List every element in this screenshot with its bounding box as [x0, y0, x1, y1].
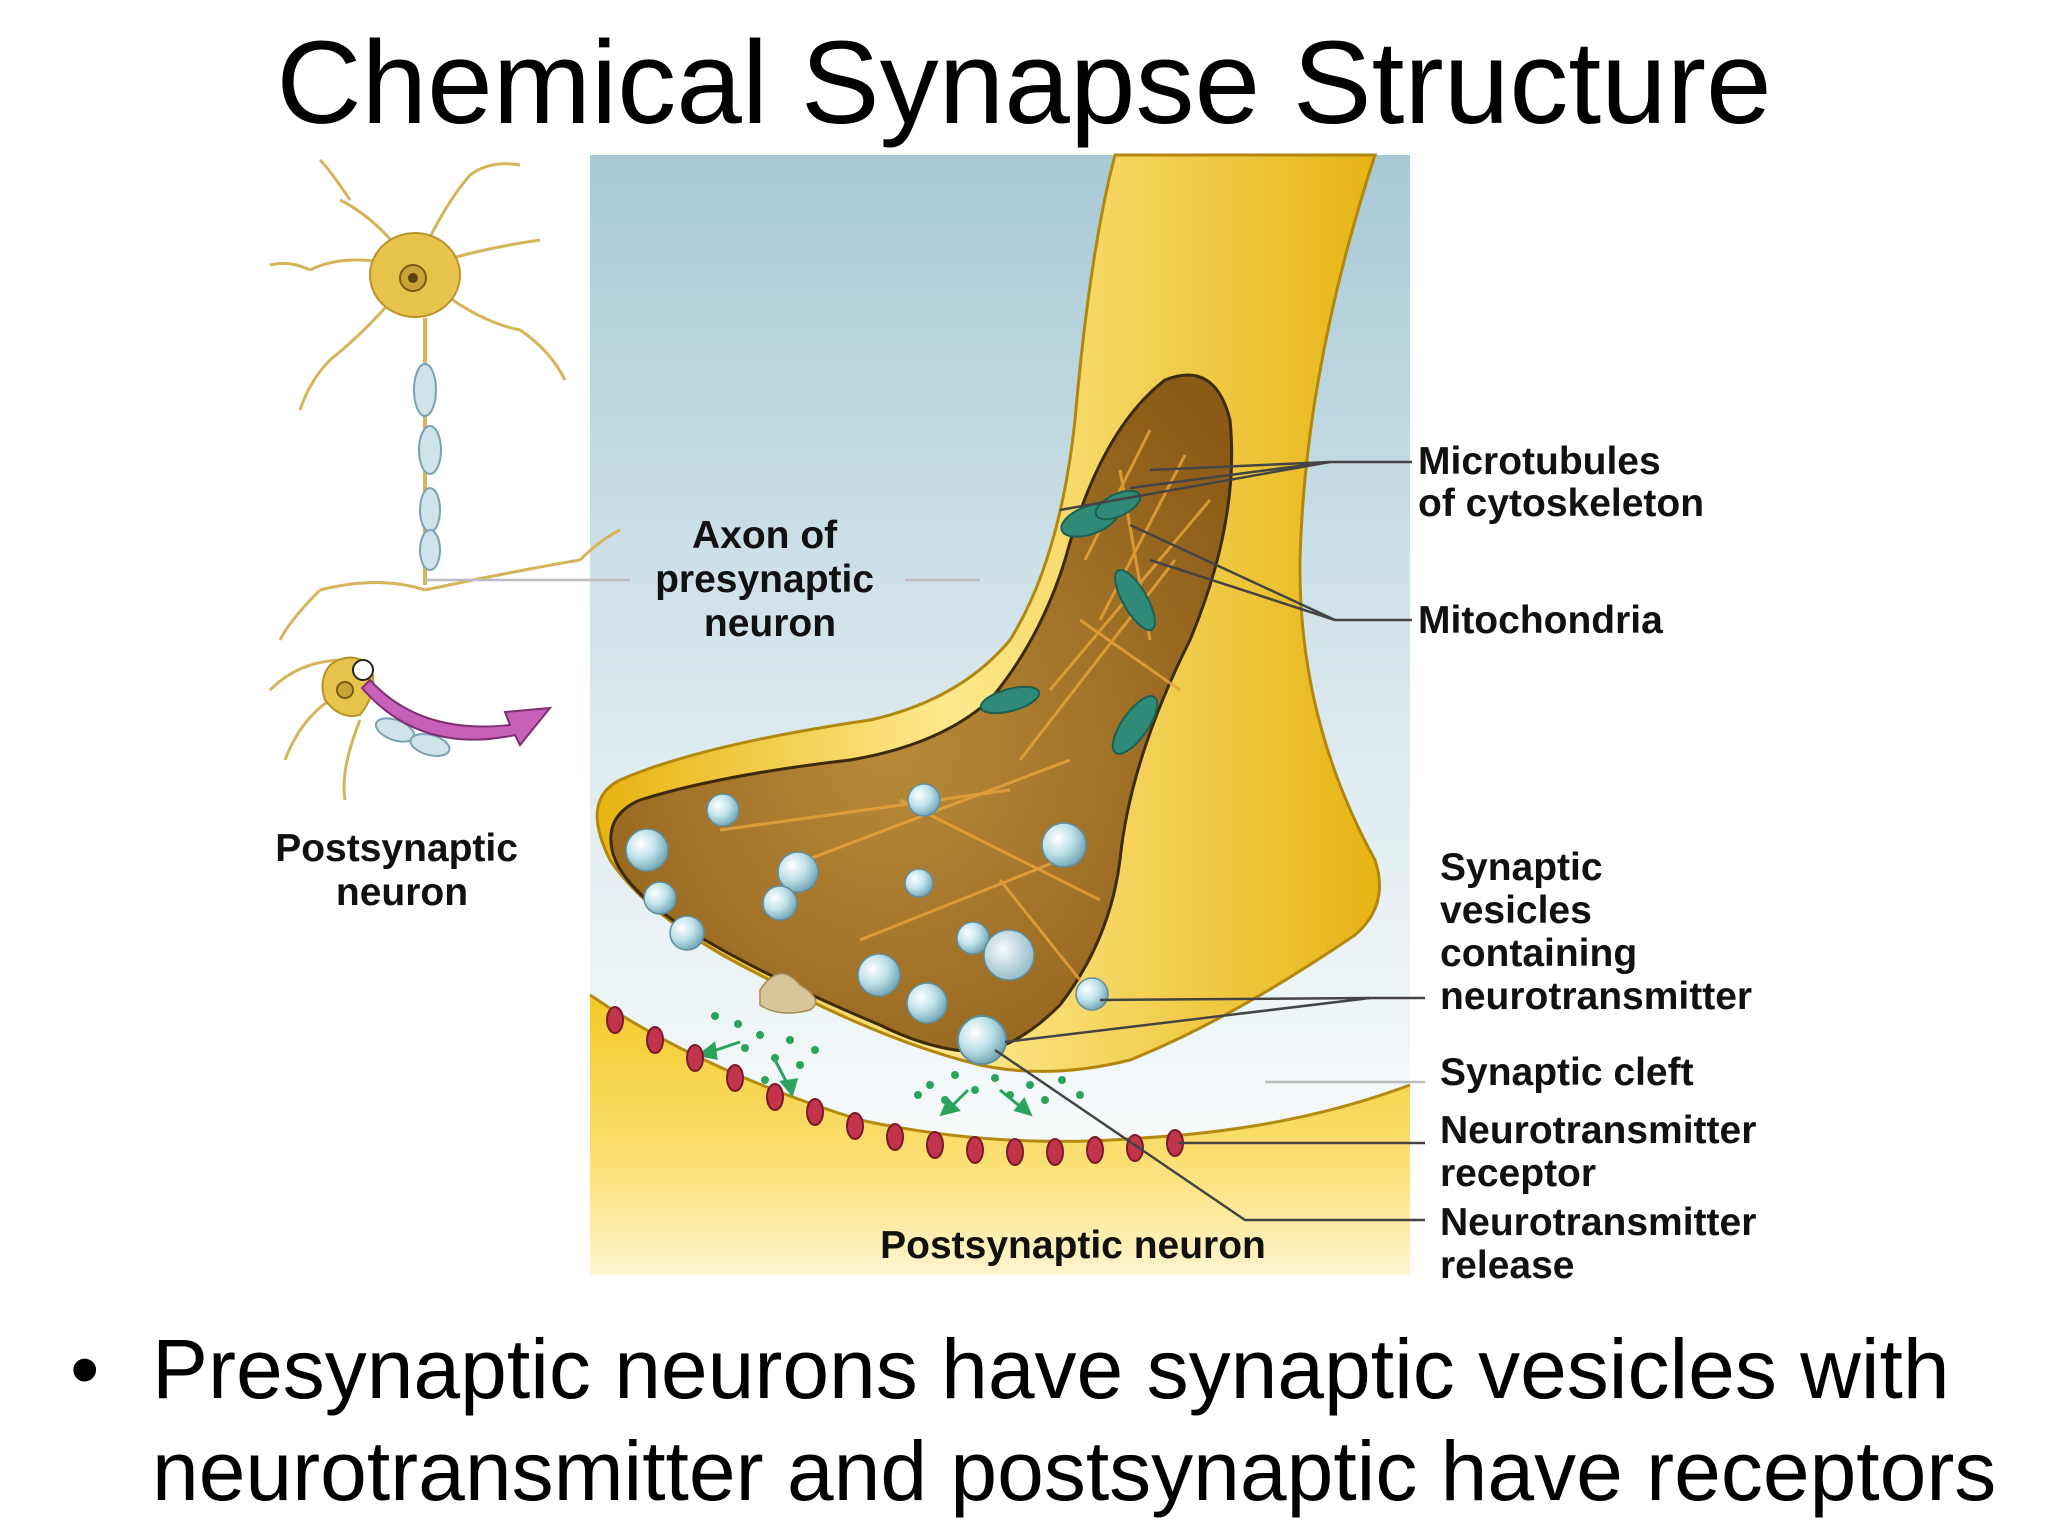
label-synaptic-vesicles: Synaptic vesicles containing neurotransm…	[1440, 846, 1752, 1018]
neurotransmitter-receptors	[606, 1006, 1184, 1166]
release-arrows	[696, 1040, 1033, 1117]
label-postsynaptic-neuron-inset: Postsynaptic neuron	[275, 827, 529, 914]
neurotransmitter-dots	[711, 1012, 1084, 1104]
slide-title: Chemical Synapse Structure	[276, 17, 1772, 149]
label-neurotransmitter-receptor: Neurotransmitter receptor	[1440, 1109, 1767, 1195]
label-postsynaptic-neuron: Postsynaptic neuron	[880, 1224, 1266, 1267]
mitochondria	[979, 489, 1159, 755]
inset-neuron-illustration	[268, 158, 621, 801]
label-neurotransmitter-release: Neurotransmitter release	[1440, 1201, 1767, 1287]
release-vesicle	[957, 1015, 1007, 1065]
bullet-text: Presynaptic neurons have synaptic vesicl…	[152, 1322, 1997, 1518]
zoom-arrow	[360, 678, 553, 747]
label-mitochondria: Mitochondria	[1418, 599, 1663, 642]
label-microtubules: Microtubules of cytoskeleton	[1418, 440, 1704, 525]
bullet-dot: •	[70, 1322, 100, 1416]
label-synaptic-cleft: Synaptic cleft	[1440, 1051, 1694, 1094]
postsynaptic-membrane	[590, 995, 1410, 1275]
dense-core-granule	[759, 973, 817, 1014]
label-axon-of-presynaptic-neuron: Axon of presynaptic neuron	[655, 514, 885, 645]
synaptic-vesicles	[625, 783, 1109, 1024]
leader-release	[994, 1048, 1425, 1222]
